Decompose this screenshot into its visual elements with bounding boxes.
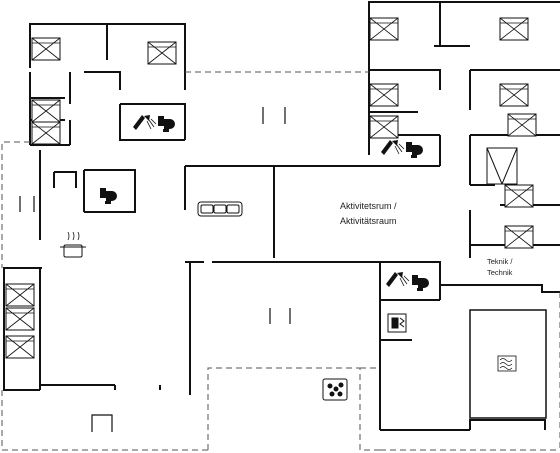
bed-icon	[31, 99, 61, 123]
bed-icon	[369, 17, 399, 41]
toilet-icon	[412, 275, 429, 291]
bed-icon	[499, 17, 529, 41]
bed-icon	[31, 37, 61, 61]
bed-icon	[369, 83, 399, 107]
room-label-activity-line2: Aktivitätsraum	[340, 216, 397, 226]
bed-icon	[147, 41, 177, 65]
shower-icon	[385, 271, 410, 288]
bed-icon	[504, 184, 534, 208]
bed-icon	[499, 83, 529, 107]
room-label-activity-line1: Aktivitetsrum /	[340, 201, 397, 211]
room-label-technical-line1: Teknik /	[487, 257, 513, 266]
toilet-icon	[100, 188, 117, 204]
bed-icon	[5, 335, 35, 359]
hot-tub-icon	[469, 309, 547, 419]
walls	[3, 1, 560, 431]
door-marks	[19, 107, 291, 432]
bed-icon	[369, 115, 399, 139]
shower-icon	[132, 114, 157, 131]
toilet-icon	[158, 116, 175, 132]
bed-icon	[5, 307, 35, 331]
bed-icon	[504, 225, 534, 249]
cooking-pot-icon	[60, 231, 86, 258]
washing-machine-icon	[387, 313, 407, 333]
bed-icon	[31, 121, 61, 145]
terrace-outlines	[1, 71, 560, 451]
wardrobe-icon	[486, 147, 518, 185]
toilet-icon	[406, 142, 423, 158]
sofa-icon	[197, 201, 243, 217]
room-label-technical-line2: Technik	[487, 268, 513, 277]
sauna-heater-icon	[322, 378, 348, 401]
bed-icon	[507, 113, 537, 137]
shower-icon	[380, 139, 405, 156]
bed-icon	[5, 283, 35, 307]
